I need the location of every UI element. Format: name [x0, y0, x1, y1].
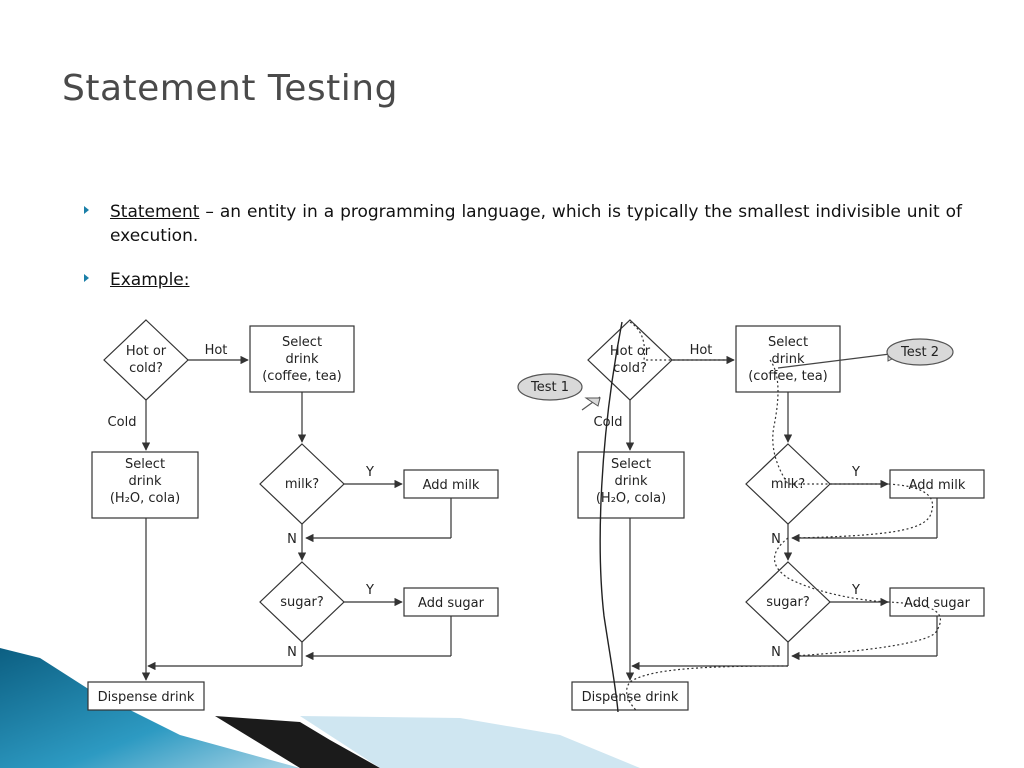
process-label: Select — [125, 457, 165, 472]
branch-label-n: N — [771, 645, 781, 660]
process-label: drink — [286, 352, 319, 367]
flowchart-right — [571, 319, 985, 711]
branch-label-cold: Cold — [594, 415, 623, 430]
branch-label-y: Y — [365, 583, 374, 598]
decision-label: cold? — [613, 361, 647, 376]
process-add-milk — [403, 469, 499, 499]
process-label: (H₂O, cola) — [596, 491, 666, 506]
process-label-dispense: Dispense drink — [98, 690, 195, 705]
process-label: Select — [768, 335, 808, 350]
branch-label-n: N — [287, 532, 297, 547]
process-dispense — [571, 681, 689, 711]
process-label: drink — [772, 352, 805, 367]
branch-label-y: Y — [851, 583, 860, 598]
process-select-hot — [249, 325, 355, 393]
process-label-add-milk: Add milk — [909, 478, 966, 493]
callout-test1: Test 1 — [517, 373, 601, 411]
process-label: Select — [282, 335, 322, 350]
decision-label-sugar: sugar? — [280, 595, 323, 610]
branch-label-y: Y — [365, 465, 374, 480]
process-label: drink — [129, 474, 162, 489]
branch-label-n: N — [287, 645, 297, 660]
flowchart-figure: Hot or cold? Hot Cold Select drink (coff… — [70, 316, 1000, 716]
process-dispense — [87, 681, 205, 711]
flowchart-left — [87, 319, 499, 711]
decision-label: Hot or — [610, 344, 651, 359]
process-select-cold — [91, 451, 199, 519]
decision-label-milk: milk? — [771, 477, 805, 492]
process-label: Select — [611, 457, 651, 472]
branch-label-hot: Hot — [690, 343, 713, 358]
flowchart-right-text: Hot or cold? Hot Cold Select drink (coff… — [582, 335, 971, 705]
callout-test1-label: Test 1 — [530, 380, 569, 395]
decision-label-sugar: sugar? — [766, 595, 809, 610]
branch-label-cold: Cold — [108, 415, 137, 430]
process-select-cold — [577, 451, 685, 519]
decision-label: Hot or — [126, 344, 167, 359]
slide-title: Statement Testing — [62, 68, 398, 109]
process-label-dispense: Dispense drink — [582, 690, 679, 705]
decision-label-milk: milk? — [285, 477, 319, 492]
branch-label-y: Y — [851, 465, 860, 480]
process-add-sugar — [403, 587, 499, 617]
bullet-arrow-icon — [84, 274, 89, 282]
process-label: (coffee, tea) — [748, 369, 828, 384]
bullet-term: Statement — [110, 202, 200, 222]
decision-hot-cold — [103, 319, 189, 401]
bullet-term: Example: — [110, 270, 190, 290]
flowchart-left-text: Hot or cold? Hot Cold Select drink (coff… — [98, 335, 485, 705]
test2-path — [626, 321, 942, 711]
decision-hot-cold — [587, 319, 673, 401]
decision-label: cold? — [129, 361, 163, 376]
process-label: (coffee, tea) — [262, 369, 342, 384]
test1-path — [599, 321, 623, 713]
process-add-sugar — [889, 587, 985, 617]
process-label: (H₂O, cola) — [110, 491, 180, 506]
process-label-add-sugar: Add sugar — [904, 596, 971, 611]
callout-test2-label: Test 2 — [900, 345, 939, 360]
process-select-hot — [735, 325, 841, 393]
bullet-arrow-icon — [84, 206, 89, 214]
process-label-add-sugar: Add sugar — [418, 596, 485, 611]
branch-label-n: N — [771, 532, 781, 547]
process-label: drink — [615, 474, 648, 489]
branch-label-hot: Hot — [205, 343, 228, 358]
bullet-text: Example: — [110, 268, 962, 292]
process-label-add-milk: Add milk — [423, 478, 480, 493]
bullet-text: Statement – an entity in a programming l… — [110, 200, 962, 248]
bullet-definition: – an entity in a programming language, w… — [110, 202, 962, 246]
callout-test2: Test 2 — [777, 338, 954, 369]
